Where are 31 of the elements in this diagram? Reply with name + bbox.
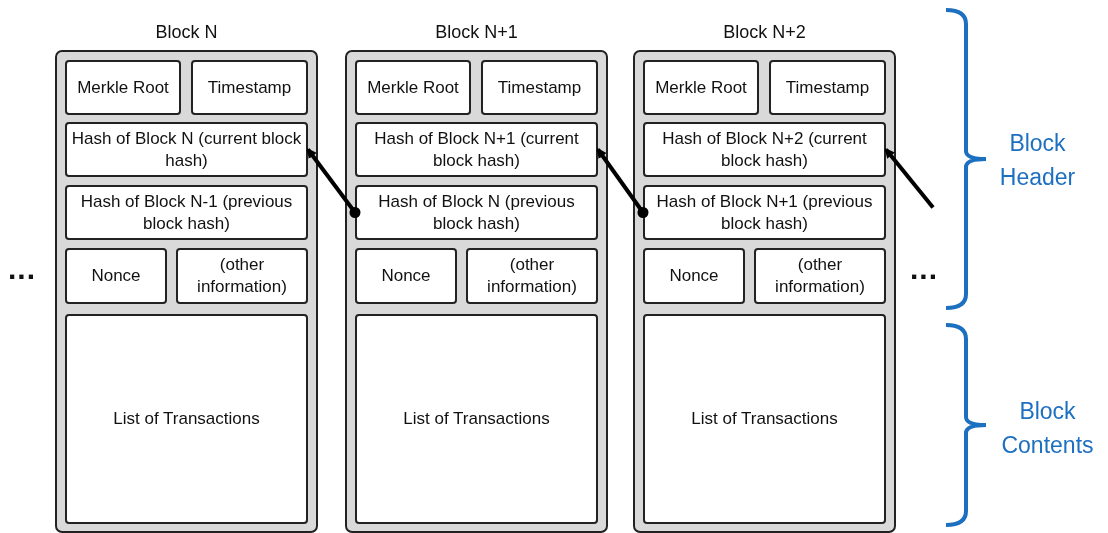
section-label: Block Header: [998, 129, 1077, 192]
block-title: Block N+2: [722, 21, 807, 44]
header-field: Merkle Root: [643, 60, 759, 115]
ellipsis: ...: [8, 254, 37, 284]
section-label: Block Contents: [1000, 397, 1095, 460]
header-field: Hash of Block N+2 (current block hash): [643, 122, 886, 177]
header-field: Merkle Root: [65, 60, 181, 115]
header-field: Hash of Block N+1 (previous block hash): [643, 185, 886, 240]
header-field: Nonce: [65, 248, 167, 304]
header-field: Nonce: [643, 248, 745, 304]
header-field: Nonce: [355, 248, 457, 304]
transactions-field: List of Transactions: [643, 314, 886, 524]
transactions-field: List of Transactions: [355, 314, 598, 524]
header-field: (other information): [754, 248, 886, 304]
header-field: (other information): [466, 248, 598, 304]
block-title: Block N+1: [434, 21, 519, 44]
header-field: (other information): [176, 248, 308, 304]
header-field: Hash of Block N+1 (current block hash): [355, 122, 598, 177]
header-field: Timestamp: [191, 60, 308, 115]
header-field: Timestamp: [481, 60, 598, 115]
header-field: Timestamp: [769, 60, 886, 115]
header-field: Hash of Block N-1 (previous block hash): [65, 185, 308, 240]
header-field: Hash of Block N (previous block hash): [355, 185, 598, 240]
ellipsis: ...: [910, 254, 939, 284]
arrow: [884, 147, 935, 209]
arrow: [596, 147, 649, 218]
arrow: [306, 147, 361, 218]
header-field: Merkle Root: [355, 60, 471, 115]
header-field: Hash of Block N (current block hash): [65, 122, 308, 177]
block-title: Block N: [154, 21, 219, 44]
transactions-field: List of Transactions: [65, 314, 308, 524]
